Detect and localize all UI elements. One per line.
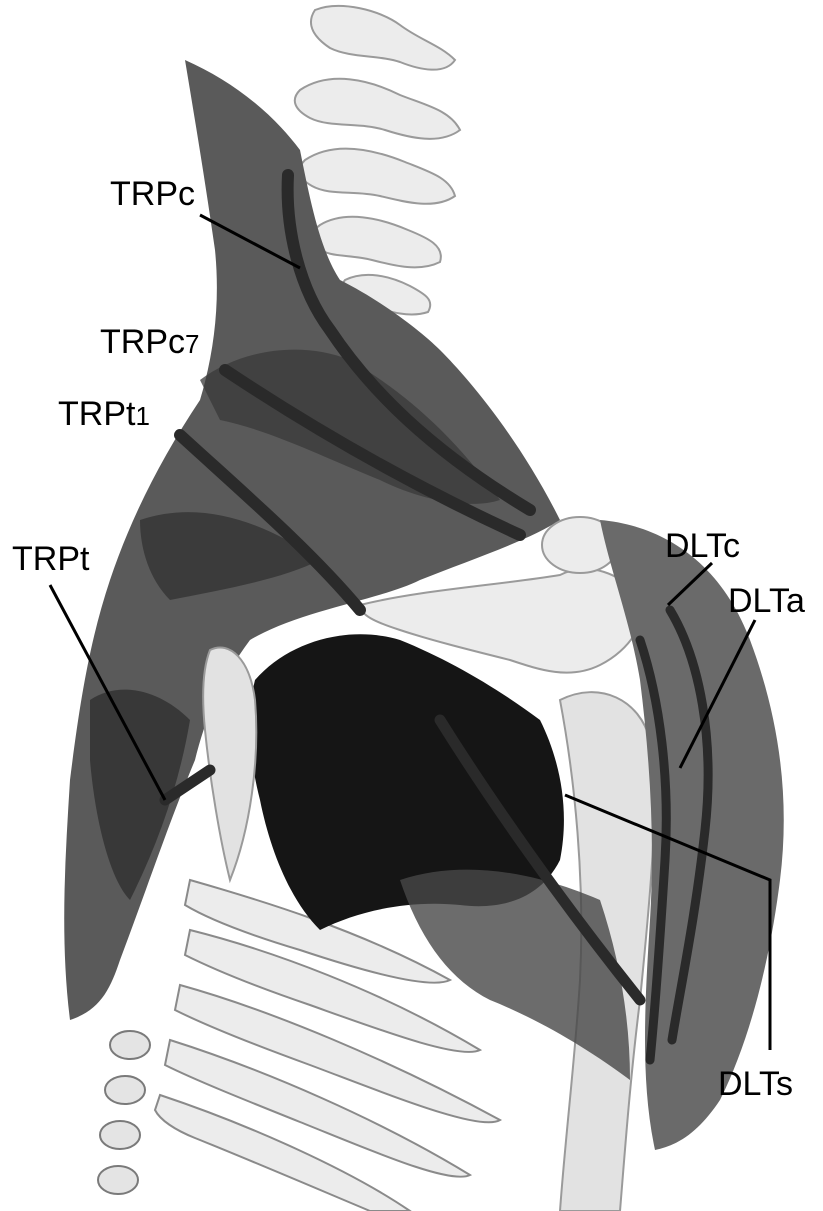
label-trpt1-sub: 1 — [135, 401, 149, 431]
label-trpc7: TRPc7 — [100, 323, 199, 361]
label-trpc7-main: TRPc — [100, 323, 185, 361]
label-trpt: TRPt — [12, 540, 90, 578]
label-trpc: TRPc — [110, 175, 195, 213]
label-trpc7-sub: 7 — [185, 329, 199, 359]
label-dlta: DLTa — [728, 582, 805, 620]
label-trpt1-main: TRPt — [58, 395, 136, 433]
thoracic-spine — [98, 1031, 150, 1194]
label-dltc: DLTc — [665, 527, 740, 565]
label-dlts: DLTs — [718, 1065, 793, 1103]
label-trpt1: TRPt1 — [58, 395, 150, 433]
